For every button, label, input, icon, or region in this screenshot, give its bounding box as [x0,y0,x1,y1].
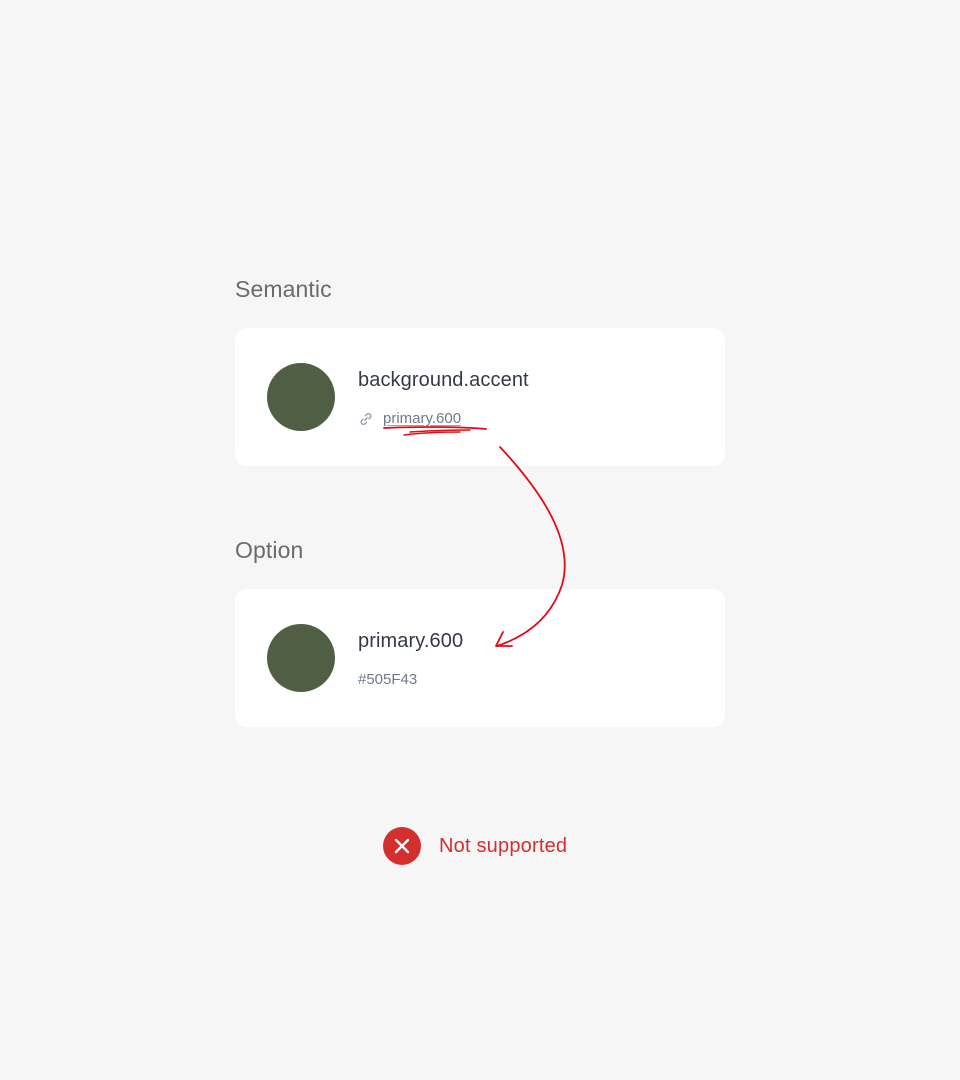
semantic-heading: Semantic [235,276,332,302]
semantic-color-swatch [267,363,335,431]
support-status: Not supported [383,827,567,865]
option-token-card[interactable]: primary.600 #505F43 [235,589,725,727]
option-hex-value: #505F43 [358,671,418,688]
primary-600-reference-link[interactable]: primary.600 [383,410,462,427]
close-icon [394,838,410,854]
semantic-reference-row: primary.600 [358,410,461,427]
semantic-token-card[interactable]: background.accent primary.600 [235,328,725,466]
option-token-name: primary.600 [358,630,464,652]
link-icon [358,411,374,427]
status-icon-circle [383,827,421,865]
option-color-swatch [267,624,335,692]
semantic-token-name: background.accent [358,369,529,391]
option-heading: Option [235,537,304,563]
status-label: Not supported [439,834,568,857]
